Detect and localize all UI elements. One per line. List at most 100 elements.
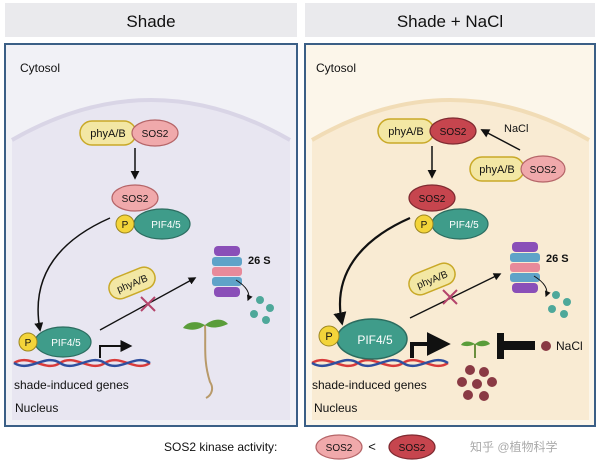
arrow-curve [34, 217, 111, 332]
dna-strand [311, 358, 449, 368]
sos2-ellipse [408, 184, 456, 212]
phosphate-circle [414, 214, 434, 234]
phosphate-label: P [325, 331, 332, 343]
sos2-pif-complex: SOS2 PIF4/5 P [408, 184, 489, 240]
nuclear-envelope [310, 98, 590, 142]
sos2-ellipse [520, 155, 566, 183]
panel-header-bg [305, 3, 595, 37]
proteasome-ring [510, 263, 540, 272]
phy-sos2-side: phyA/B SOS2 [469, 155, 566, 183]
proteasome-cap-top [512, 242, 538, 252]
sos2-label: SOS2 [419, 194, 446, 205]
inhibition-x [442, 289, 458, 305]
dna-strand [13, 358, 151, 368]
salt-dot [463, 390, 473, 400]
legend-lt: < [368, 439, 376, 454]
proteasome-ring [212, 277, 242, 286]
phosphate-label: P [25, 338, 32, 349]
genes-label: shade-induced genes [312, 378, 427, 392]
transcription-arrow [99, 340, 133, 358]
seedling-leaf [475, 340, 490, 347]
sos2-ellipse [111, 184, 159, 212]
sos2-label: SOS2 [122, 194, 149, 205]
proteasome-ring [510, 253, 540, 262]
panel-title: Shade [126, 12, 175, 31]
sos2-pif-complex: SOS2 PIF4/5 P [111, 184, 191, 240]
panel-shade-nacl: Shade + NaCl Cytosol Nucleus phyA/B SOS2… [304, 3, 596, 427]
phosphate-label: P [122, 220, 129, 231]
arrow-to-proteasome [409, 273, 502, 319]
phy-pill [108, 266, 156, 300]
salt-dots [457, 365, 497, 401]
transcription-arrow [410, 332, 451, 358]
phy-label: phyA/B [388, 126, 423, 138]
peptide-dot [250, 310, 258, 318]
proteasome-cap-bottom [214, 287, 240, 297]
inhibition-x [140, 296, 156, 312]
proteasome-ring [510, 273, 540, 282]
nacl-dot [541, 341, 551, 351]
peptide-dot [266, 304, 274, 312]
sos2-label: SOS2 [530, 165, 557, 176]
legend-sos2-dark [388, 434, 436, 460]
legend-title: SOS2 kinase activity: [164, 440, 277, 454]
phy-label: phyA/B [90, 128, 125, 140]
phosphate-circle [115, 214, 135, 234]
peptide-dot [563, 298, 571, 306]
legend-sos2-light [315, 434, 363, 460]
proteasome-ring [212, 257, 242, 266]
dna-helix [13, 358, 151, 368]
panel-title: Shade + NaCl [397, 12, 503, 31]
cytosol-label: Cytosol [316, 61, 356, 75]
legend-sos2-dark-label: SOS2 [399, 443, 426, 454]
peptide-dot [552, 291, 560, 299]
peptide-dot [262, 316, 270, 324]
nuclear-envelope [11, 98, 291, 142]
phy-sos2-complex: phyA/B SOS2 [79, 119, 179, 147]
sos2-label: SOS2 [440, 127, 467, 138]
nacl-label: NaCl [556, 339, 583, 353]
salt-dot [457, 377, 467, 387]
proteasome-label: 26 S [546, 253, 569, 265]
phy-label: phyA/B [479, 164, 514, 176]
pif-label: PIF4/5 [357, 333, 393, 347]
legend: SOS2 kinase activity: SOS2 < SOS2 [164, 434, 436, 460]
seedling-icon [183, 319, 228, 399]
proteasome-cap-top [214, 246, 240, 256]
pif-label: PIF4/5 [449, 220, 479, 231]
phy-free: phyA/B [108, 266, 156, 300]
genes-label: shade-induced genes [14, 378, 129, 392]
proteasome [510, 242, 571, 318]
salt-dot [479, 391, 489, 401]
proteasome [212, 246, 274, 324]
cytosol-label: Cytosol [20, 61, 60, 75]
proteasome-ring [212, 267, 242, 276]
degradation-arrow [235, 279, 253, 302]
sos2-label: SOS2 [142, 129, 169, 140]
proteasome-cap-bottom [512, 283, 538, 293]
degradation-arrow [533, 275, 551, 298]
seedling-stem [204, 324, 214, 399]
watermark: 知乎 @植物科学 [470, 439, 558, 454]
proteasome-label: 26 S [248, 255, 271, 267]
nucleus-label: Nucleus [15, 401, 58, 415]
sos2-ellipse [131, 119, 179, 147]
seedling-leaf [461, 341, 475, 347]
salt-dot [487, 377, 497, 387]
salt-dot [465, 365, 475, 375]
salt-dot [472, 379, 482, 389]
panel-shade: Shade Cytosol Nucleus phyA/B SOS2 SOS2 P… [4, 3, 298, 427]
arrow-curve [333, 216, 411, 326]
seedling-icon [461, 340, 490, 358]
phosphate-circle [318, 325, 340, 347]
dna-helix [311, 358, 449, 368]
peptide-dot [560, 310, 568, 318]
nacl-label: NaCl [504, 123, 528, 135]
pif-label: PIF4/5 [151, 220, 181, 231]
nucleus-label: Nucleus [314, 401, 357, 415]
inhibition-line [503, 341, 535, 350]
arrow-nacl [480, 129, 521, 151]
legend-sos2-light-label: SOS2 [326, 443, 353, 454]
peptide-dot [548, 305, 556, 313]
